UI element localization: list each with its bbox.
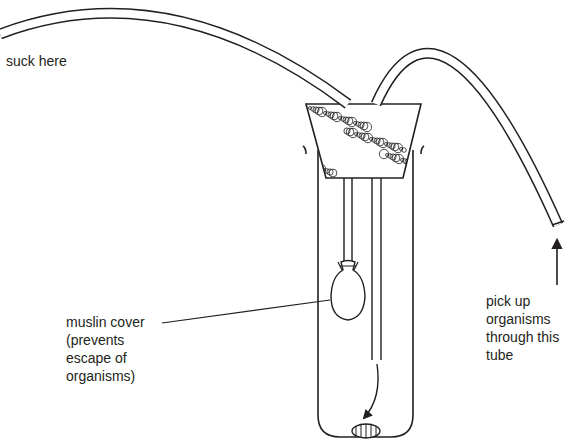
leader-line — [162, 300, 330, 323]
bubble — [310, 164, 315, 169]
intake-tube — [376, 53, 564, 225]
bubble — [312, 164, 318, 170]
suck-label: suck here — [6, 52, 126, 70]
intake-arrow — [556, 240, 558, 285]
bubble — [332, 112, 341, 121]
bubble — [405, 159, 411, 165]
bung — [306, 104, 421, 178]
bung-texture — [309, 107, 419, 177]
bubble — [378, 138, 387, 147]
bubble — [347, 117, 356, 126]
bubble — [317, 107, 326, 116]
bubble — [394, 154, 403, 163]
inner-suction-tube — [344, 178, 352, 262]
bubble — [393, 143, 402, 152]
test-tube — [318, 150, 413, 437]
bubble — [348, 128, 357, 137]
bubble — [316, 164, 325, 173]
bag-gather — [338, 262, 358, 270]
bubble — [409, 159, 418, 168]
bubble — [363, 133, 372, 142]
bubble — [407, 159, 415, 167]
bubble — [314, 164, 322, 172]
bubble — [416, 164, 419, 167]
pickup-label: pick up organisms through this tube — [486, 292, 564, 364]
bubble — [402, 148, 407, 153]
muslin-label: muslin cover (prevents escape of organis… — [66, 313, 162, 385]
inner-intake-tube — [372, 178, 381, 360]
suction-tube — [0, 13, 348, 104]
bubble — [362, 122, 371, 131]
bubble — [327, 169, 333, 175]
bubble — [329, 169, 337, 177]
organism — [352, 424, 380, 438]
muslin-bag — [331, 261, 365, 321]
flow-arrow — [364, 364, 378, 418]
bubble — [379, 149, 388, 158]
